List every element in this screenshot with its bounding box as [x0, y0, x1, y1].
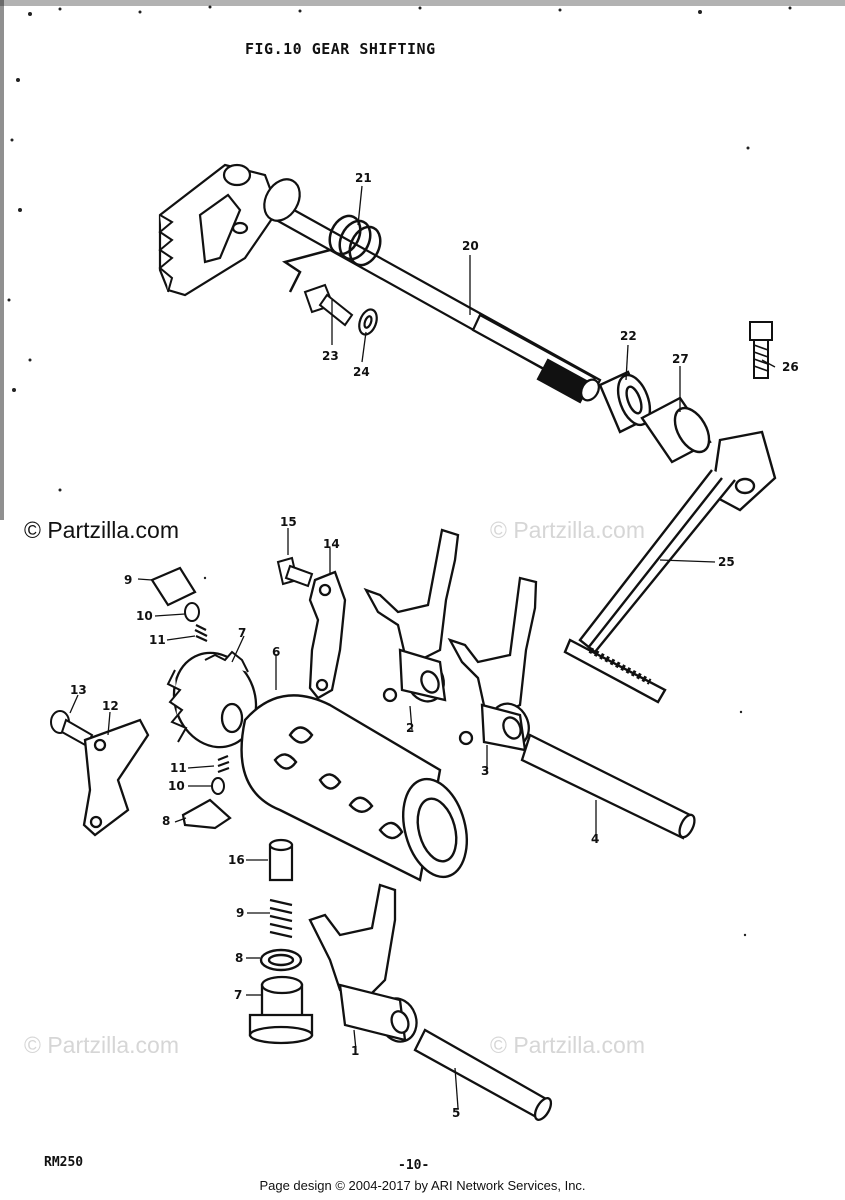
stopper-plate-14: [308, 570, 347, 700]
callout-23: 23: [322, 349, 339, 363]
callout-20: 20: [462, 239, 479, 253]
washer-8-lower: [259, 948, 303, 972]
shift-fork-3: [447, 576, 538, 752]
callout-9-lower: 9: [236, 906, 245, 920]
callout-2: 2: [406, 721, 415, 735]
cam-star-7: [166, 650, 258, 749]
scan-noise: [0, 0, 845, 937]
callout-21: 21: [355, 171, 372, 185]
watermark: © Partzilla.com: [24, 1032, 179, 1058]
spring-11-lower: [217, 754, 230, 774]
bolt-23: [303, 283, 354, 327]
callout-22: 22: [620, 329, 637, 343]
callout-12: 12: [102, 699, 119, 713]
stopper-8: [181, 798, 232, 830]
bolt-15: [276, 556, 314, 588]
leader-lines: [69, 185, 776, 1109]
page-number: -10-: [398, 1158, 430, 1173]
callout-14: 14: [323, 537, 340, 551]
pin-16: [268, 838, 294, 882]
bolt-26: [749, 321, 773, 379]
pin-10: [184, 602, 200, 622]
model-label: RM250: [44, 1155, 84, 1170]
shift-fork-1: [308, 883, 418, 1043]
spring-9-lower: [269, 898, 293, 939]
callout-3: 3: [481, 764, 490, 778]
callout-7: 7: [238, 626, 247, 640]
callout-26: 26: [782, 360, 799, 374]
oil-seal-22: [598, 370, 652, 434]
plug-7: [248, 975, 314, 1045]
stopper-9: [150, 566, 197, 607]
callout-9: 9: [124, 573, 133, 587]
spring-11: [194, 624, 208, 643]
pin-10-lower: [211, 777, 225, 795]
watermark: © Partzilla.com: [24, 517, 179, 543]
washer-24: [358, 308, 378, 336]
shift-fork-2: [363, 528, 460, 703]
callout-5: 5: [452, 1106, 461, 1120]
callout-7-lower: 7: [234, 988, 243, 1002]
callout-8: 8: [162, 814, 171, 828]
callout-25: 25: [718, 555, 735, 569]
callout-6: 6: [272, 645, 281, 659]
callout-1: 1: [351, 1044, 360, 1058]
plate-12: [82, 718, 150, 837]
shaft-spring: [282, 214, 382, 293]
watermark: © Partzilla.com: [490, 517, 645, 543]
shift-cam-6: [240, 694, 468, 882]
callout-15: 15: [280, 515, 297, 529]
watermark: © Partzilla.com: [490, 1032, 645, 1058]
callout-10-lower: 10: [168, 779, 185, 793]
callout-11: 11: [149, 633, 166, 647]
fork-shaft-4: [520, 733, 696, 840]
page-footer: Page design © 2004-2017 by ARI Network S…: [259, 1178, 586, 1193]
gearshift-shaft: [158, 163, 602, 404]
callout-13: 13: [70, 683, 87, 697]
callout-8-lower: 8: [235, 951, 244, 965]
bushing-27: [640, 396, 712, 464]
callout-4: 4: [591, 832, 600, 846]
callout-24: 24: [353, 365, 370, 379]
shift-lever-25: [563, 430, 777, 704]
callout-11-lower: 11: [170, 761, 187, 775]
callout-27: 27: [672, 352, 689, 366]
fork-shaft-5: [413, 1028, 553, 1121]
callout-16: 16: [228, 853, 245, 867]
figure-title: FIG.10 GEAR SHIFTING: [245, 40, 436, 58]
callout-10: 10: [136, 609, 153, 623]
